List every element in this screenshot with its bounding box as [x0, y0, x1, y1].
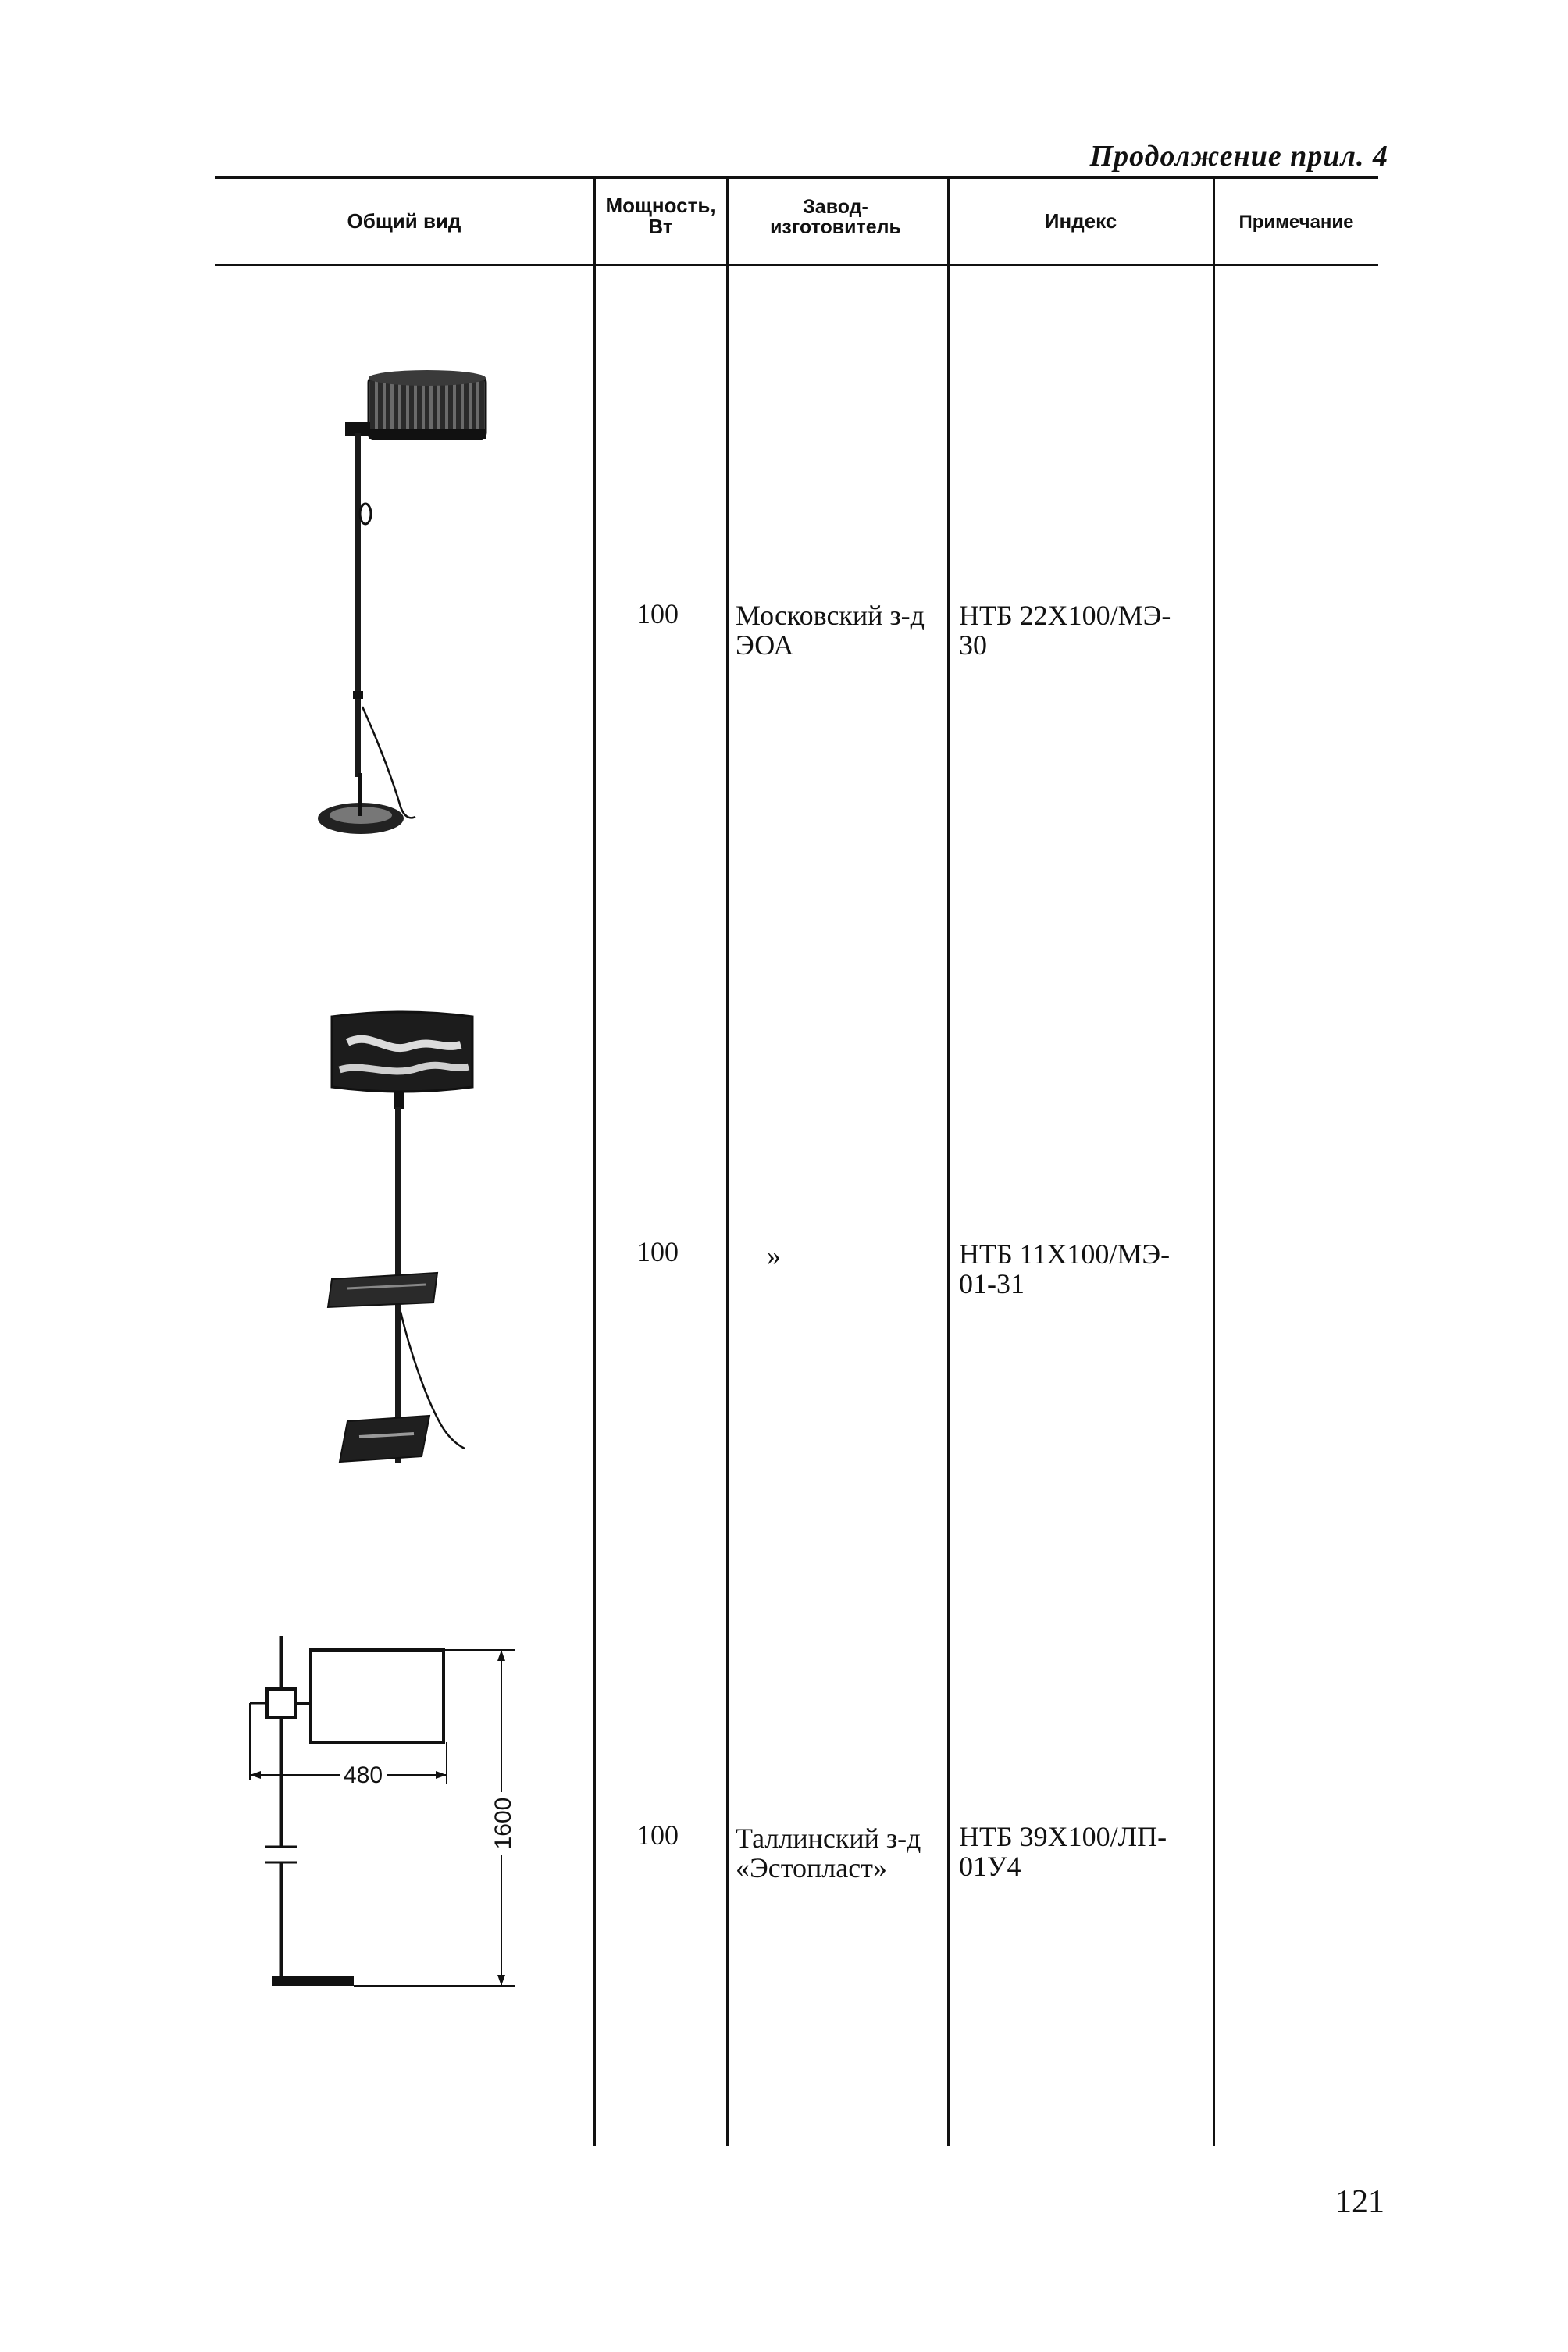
column-divider-2 — [726, 178, 729, 2146]
column-header-note: Примечание — [1238, 212, 1354, 233]
row2-index: НТБ 11X100/МЭ- 01-31 — [959, 1238, 1171, 1299]
row1-index: НТБ 22X100/МЭ- 30 — [959, 600, 1171, 661]
column-divider-4 — [1213, 178, 1215, 2146]
floor-lamp-2-picture — [326, 1010, 474, 1463]
row1-manufacturer: Московский з-д ЭОА — [736, 600, 925, 661]
drawing-height-label: 1600 — [490, 1798, 516, 1850]
column-divider-1 — [593, 178, 596, 2146]
table-header-rule — [215, 264, 1378, 266]
column-header-power: Мощность, Вт — [605, 194, 716, 239]
floor-lamp-1-picture — [318, 370, 487, 834]
table-top-rule — [215, 176, 1378, 179]
row3-manufacturer: Таллинский з-д «Эстопласт» — [736, 1823, 921, 1883]
drawing-width-label: 480 — [344, 1762, 383, 1788]
row2-power: 100 — [636, 1236, 679, 1267]
column-divider-3 — [947, 178, 950, 2146]
row3-index: НТБ 39X100/ЛП- 01У4 — [959, 1821, 1167, 1882]
column-header-manufacturer: Завод-изготовитель — [770, 196, 901, 239]
column-header-view: Общий вид — [347, 209, 461, 233]
column-header-index: Индекс — [1044, 209, 1117, 233]
row2-manufacturer: » — [767, 1240, 781, 1271]
row3-power: 100 — [636, 1819, 679, 1851]
page-number: 121 — [1335, 2184, 1384, 2220]
row1-power: 100 — [636, 598, 679, 629]
continuation-header: Продолжение прил. 4 — [1089, 140, 1388, 173]
floor-lamp-3-drawing: 480 1600 — [249, 1636, 516, 1987]
